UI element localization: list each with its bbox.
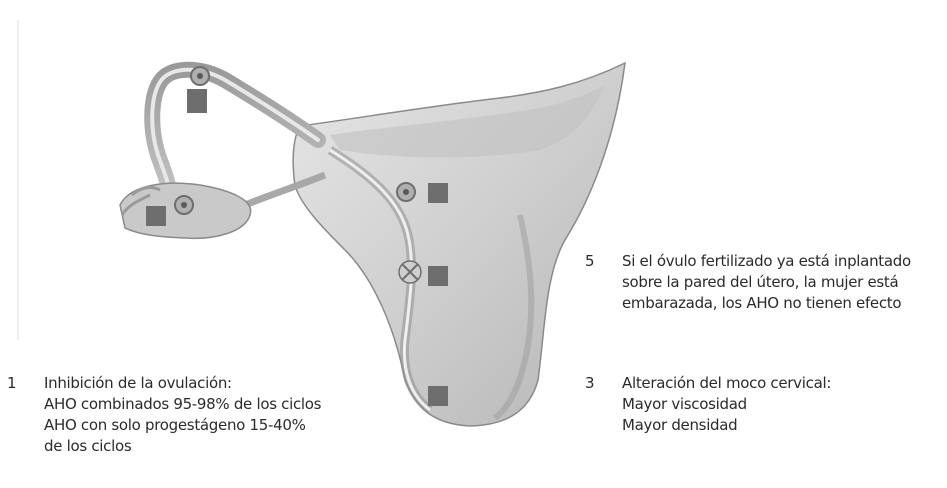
fallopian-tube xyxy=(152,70,318,195)
sperm-cross-icon xyxy=(399,261,421,283)
annotation-line: Inhibición de la ovulación: xyxy=(44,373,321,394)
annotation-line: de los ciclos xyxy=(44,436,321,457)
marker-square-ovary xyxy=(146,206,166,226)
egg-icon-ovary xyxy=(175,196,193,214)
marker-square-uterus xyxy=(428,183,448,203)
annotation-text: Si el óvulo fertilizado ya está inplanta… xyxy=(622,251,911,314)
annotation-number: 1 xyxy=(7,373,27,394)
annotation-line: sobre la pared del útero, la mujer está xyxy=(622,272,911,293)
annotation-line: AHO combinados 95-98% de los ciclos xyxy=(44,394,321,415)
annotation-line: Alteración del moco cervical: xyxy=(622,373,831,394)
annotation-line: Mayor viscosidad xyxy=(622,394,831,415)
egg-icon-tube xyxy=(191,67,209,85)
marker-square-cervix xyxy=(428,386,448,406)
annotation-text: Inhibición de la ovulación: AHO combinad… xyxy=(44,373,321,457)
annotation-number: 5 xyxy=(585,251,605,272)
annotation-number: 3 xyxy=(585,373,605,394)
annotation-line: Mayor densidad xyxy=(622,415,831,436)
annotation-line: Si el óvulo fertilizado ya está inplanta… xyxy=(622,251,911,272)
annotation-line: AHO con solo progestágeno 15-40% xyxy=(44,415,321,436)
marker-square-tube xyxy=(187,89,207,113)
egg-icon-uterus xyxy=(397,183,415,201)
annotation-text: Alteración del moco cervical: Mayor visc… xyxy=(622,373,831,436)
marker-square-cavity xyxy=(428,266,448,286)
annotation-line: embarazada, los AHO no tienen efecto xyxy=(622,293,911,314)
